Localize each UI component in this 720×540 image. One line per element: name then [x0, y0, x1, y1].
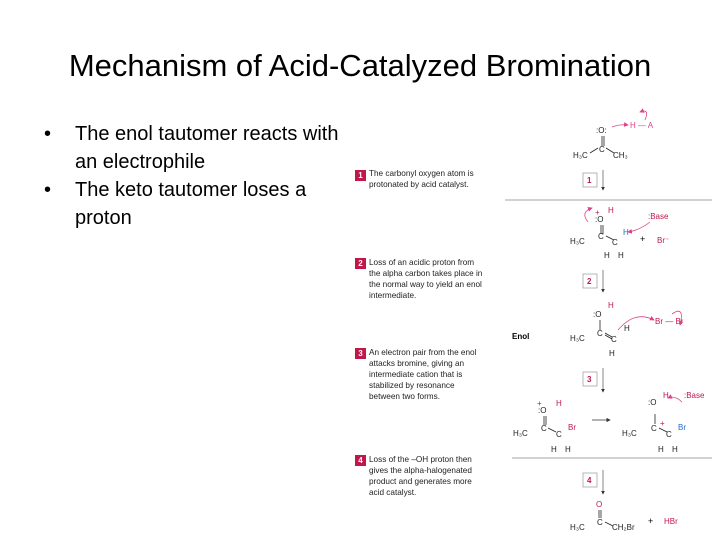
svg-text:H: H [623, 228, 629, 237]
svg-text:C: C [651, 424, 657, 433]
step-4-arrow-box [582, 472, 598, 488]
svg-text:H: H [565, 445, 571, 454]
svg-text:H: H [663, 391, 669, 400]
svg-text:H: H [604, 251, 610, 260]
svg-text:H₃C: H₃C [570, 237, 585, 246]
svg-text:C: C [611, 335, 617, 344]
step-1-arrow-box [582, 172, 598, 188]
svg-text::O: :O [648, 398, 656, 407]
enol-label: Enol [512, 332, 530, 341]
svg-text:H: H [624, 324, 630, 333]
curved-arrow [671, 310, 684, 326]
svg-text:H — A: H — A [630, 121, 654, 130]
svg-text:H₃C: H₃C [513, 429, 528, 438]
molecule-enol: :O H H₃C C C H H [570, 301, 630, 358]
step-2-text: Loss of an acidic proton from the alpha … [369, 258, 483, 300]
molecule-cation-form-a: + :O H H₃C C C Br H H [513, 399, 576, 454]
svg-text:CH₃: CH₃ [613, 151, 628, 160]
svg-text:C: C [612, 238, 618, 247]
svg-text:C: C [541, 424, 547, 433]
bullet-text: The keto tautomer loses a proton [75, 179, 307, 229]
svg-text:C: C [556, 430, 562, 439]
step-2-badge: 2 [355, 258, 366, 269]
svg-text:H: H [609, 349, 615, 358]
bromine-molecule: Br — Br [655, 317, 684, 326]
svg-text:2: 2 [587, 277, 592, 286]
curved-arrow [617, 316, 655, 331]
step-2-arrow-box [582, 273, 598, 289]
svg-text::O: :O [595, 215, 603, 224]
plus-sign: + [648, 516, 653, 526]
svg-text:C: C [597, 518, 603, 527]
svg-text:1: 1 [587, 176, 592, 185]
curved-arrow [639, 108, 648, 121]
svg-text:H₃C: H₃C [570, 523, 585, 532]
svg-text:+: + [660, 419, 665, 428]
molecule-acetone: :O: H₃C C CH₃ H — A [573, 121, 654, 160]
step-1-badge: 1 [355, 170, 366, 181]
svg-text:Br: Br [678, 423, 686, 432]
svg-text:O: O [596, 500, 602, 509]
curved-arrow [667, 394, 683, 403]
svg-text:C: C [598, 232, 604, 241]
svg-text:H: H [556, 399, 562, 408]
svg-text:C: C [597, 329, 603, 338]
bullet-text: The enol tautomer reacts with an electro… [75, 123, 339, 173]
svg-text:CH₂Br: CH₂Br [612, 523, 635, 532]
svg-text:Br: Br [568, 423, 576, 432]
base-label: :Base [684, 391, 705, 400]
molecule-product: O H₃C C CH₂Br [570, 500, 635, 532]
bromide-label: Br⁻ [657, 236, 669, 245]
bullet-item: • The keto tautomer loses a proton [30, 176, 350, 232]
svg-text:H₃C: H₃C [570, 334, 585, 343]
svg-text:4: 4 [587, 476, 592, 485]
step-1-text: The carbonyl oxygen atom is protonated b… [369, 169, 474, 189]
svg-text:+: + [537, 399, 542, 408]
bullet-item: • The enol tautomer reacts with an electr… [30, 120, 350, 176]
svg-text:H₃C: H₃C [622, 429, 637, 438]
svg-text::O: :O [593, 310, 601, 319]
curved-arrow [627, 221, 651, 234]
molecule-cation-form-b: :O H H₃C C + C Br H H [622, 391, 686, 454]
svg-text::O: :O [538, 406, 546, 415]
svg-text:H: H [672, 445, 678, 454]
svg-text::O:: :O: [596, 126, 607, 135]
curved-arrow [611, 122, 629, 128]
svg-text:H: H [608, 206, 614, 215]
svg-text:C: C [599, 145, 605, 154]
svg-text:H: H [608, 301, 614, 310]
step-3-badge: 3 [355, 348, 366, 359]
hbr-label: HBr [664, 517, 678, 526]
bullet-dot-icon: • [44, 123, 52, 145]
slide-title: Mechanism of Acid-Catalyzed Bromination [68, 48, 652, 83]
bullet-list: • The enol tautomer reacts with an electr… [30, 120, 350, 232]
svg-text:H: H [551, 445, 557, 454]
svg-text:H₃C: H₃C [573, 151, 588, 160]
svg-text:H: H [618, 251, 624, 260]
step-3-arrow-box [582, 371, 598, 387]
base-label: :Base [648, 212, 669, 221]
svg-text:H: H [658, 445, 664, 454]
step-4-text: Loss of the –OH proton then gives the al… [369, 455, 472, 497]
curved-arrow [584, 206, 593, 223]
svg-text:C: C [666, 430, 672, 439]
svg-text:+: + [595, 208, 600, 217]
plus-sign: + [640, 234, 645, 244]
molecule-protonated: + :O H H₃C C C H H H [570, 206, 629, 260]
svg-text:3: 3 [587, 375, 592, 384]
step-3-text: An electron pair from the enol attacks b… [369, 348, 477, 401]
step-4-badge: 4 [355, 455, 366, 466]
bullet-dot-icon: • [44, 179, 52, 201]
